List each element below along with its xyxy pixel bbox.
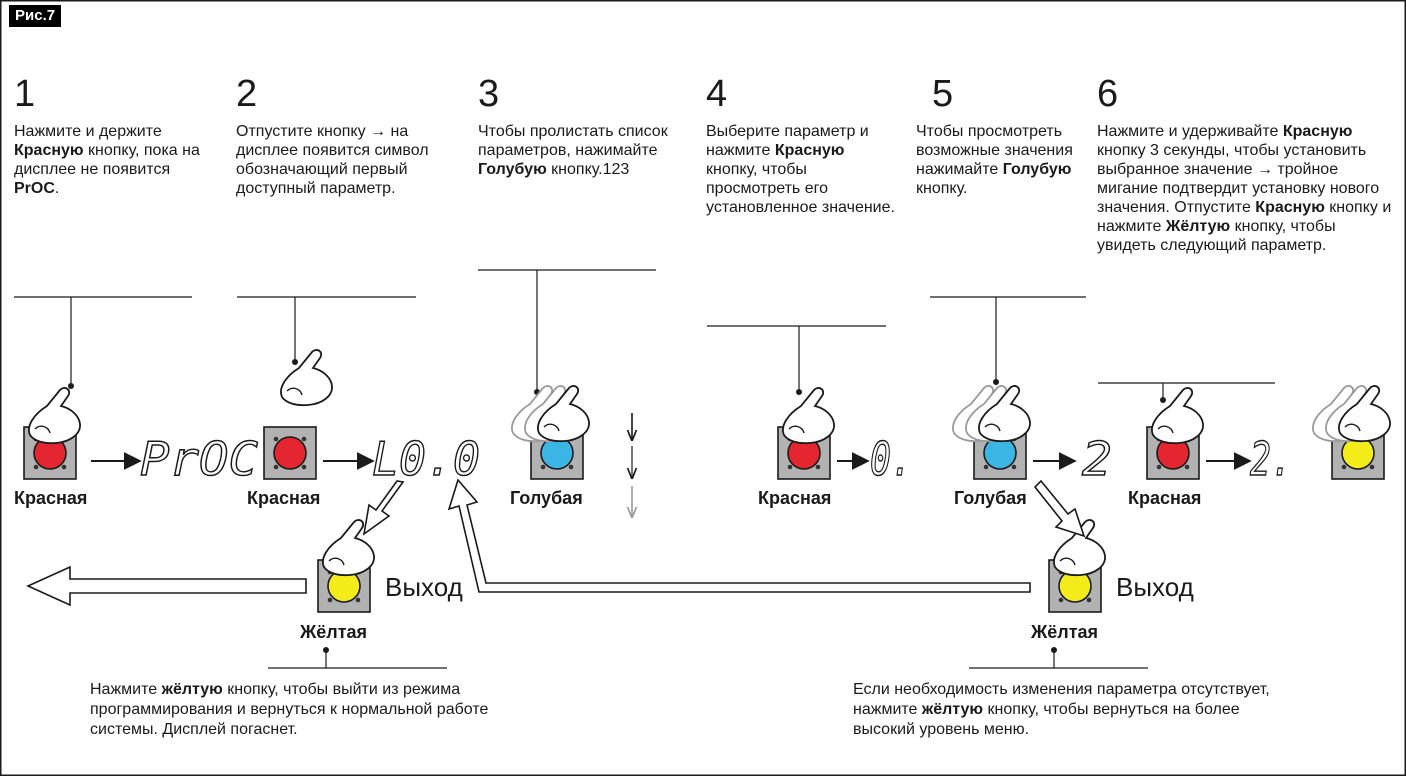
step-4-text: Выберите параметр и нажмите Красную кноп… <box>706 123 895 216</box>
display-param: L0.0 <box>372 432 480 486</box>
label-red-button-1: Красная <box>14 488 88 508</box>
display-value-0: 0. <box>870 432 912 486</box>
step-2-text: Отпустите кнопку → на дисплее появится с… <box>236 123 429 197</box>
label-yellow-button-2: Жёлтая <box>1031 622 1099 642</box>
label-blue-button-1: Голубая <box>510 488 583 508</box>
outline-arrow-icon <box>26 565 307 607</box>
label-yellow-button-1: Жёлтая <box>300 622 368 642</box>
step-number-5: 5 <box>932 73 954 115</box>
exit-label-1: Выход <box>385 572 463 602</box>
display-value-2: 2 <box>1082 432 1112 486</box>
label-red-button-2: Красная <box>247 488 321 508</box>
red-button-2[interactable] <box>263 426 317 480</box>
leader-dots <box>68 359 1166 653</box>
note-return-menu: Если необходимость изменения параметра о… <box>853 681 1270 738</box>
finger-press-icon <box>28 387 81 445</box>
display-proc: PrOC <box>140 432 258 486</box>
figure-label: Рис.7 <box>9 5 62 27</box>
label-blue-button-2: Голубая <box>954 488 1027 508</box>
step-number-4: 4 <box>706 73 728 115</box>
outline-arrow-icon <box>1033 479 1086 538</box>
displays: PrOC L0.0 0. 2 2. <box>139 431 1292 486</box>
flow-arrows <box>26 478 1086 607</box>
exit-label-2: Выход <box>1116 572 1194 602</box>
step-5-text: Чтобы просмотреть возможные значения наж… <box>916 123 1073 197</box>
finger-release-icon <box>280 349 333 407</box>
step-number-3: 3 <box>478 73 500 115</box>
step-3-text: Чтобы пролистать список параметров, нажи… <box>478 123 668 178</box>
step-number-6: 6 <box>1097 73 1119 115</box>
outline-arrow-icon <box>447 478 1031 593</box>
note-exit-programming: Нажмите жёлтую кнопку, чтобы выйти из ре… <box>90 681 489 738</box>
step-number-2: 2 <box>236 73 258 115</box>
leader-lines <box>14 269 1275 669</box>
step-1-text: Нажмите и держите Красную кнопку, пока н… <box>14 123 200 197</box>
step-6-text: Нажмите и удерживайте Красную кнопку 3 с… <box>1097 123 1392 254</box>
label-red-button-3: Красная <box>758 488 832 508</box>
finger-press-icon <box>782 387 835 445</box>
label-red-button-4: Красная <box>1128 488 1202 508</box>
finger-press-icon <box>1151 387 1204 445</box>
outline-arrow-icon <box>362 480 405 536</box>
display-value-2-set: 2. <box>1250 432 1292 486</box>
step-number-1: 1 <box>14 73 36 115</box>
